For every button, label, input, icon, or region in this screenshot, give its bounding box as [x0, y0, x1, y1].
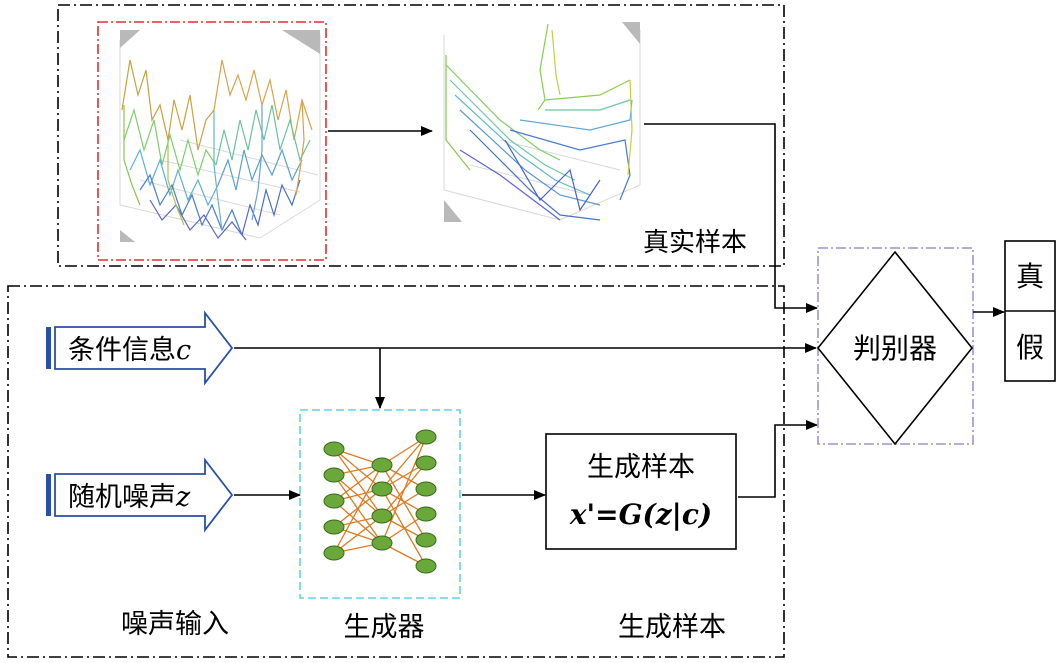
caption-generated-samples: 生成样本 [618, 612, 726, 643]
real-sample-surface-plot [97, 21, 327, 261]
arrow-sample-to-discriminator [738, 420, 818, 498]
noise-input-arrow: 随机噪声z [46, 457, 234, 533]
caption-generator: 生成器 [344, 612, 425, 643]
arrow-real-to-discriminator [644, 123, 818, 313]
caption-noise-input: 噪声输入 [121, 609, 229, 640]
generated-sample-formula: x'=G(z|c) [569, 498, 712, 531]
condition-input-label: 条件信息 [68, 335, 176, 366]
condition-input-symbol: c [176, 335, 191, 366]
discriminator-label: 判别器 [853, 332, 937, 365]
svg-text:随机噪声z: 随机噪声z [68, 482, 191, 513]
real-samples-group-frame [57, 4, 785, 267]
output-real-label: 真 [1016, 260, 1044, 293]
condition-input-arrow: 条件信息c [46, 310, 234, 386]
real-samples-label: 真实样本 [643, 228, 747, 258]
generated-sample-box: 生成样本 x'=G(z|c) [545, 433, 737, 550]
output-fake-label: 假 [1016, 331, 1044, 364]
generator-network [299, 409, 461, 599]
noise-input-label: 随机噪声 [68, 482, 176, 513]
generated-sample-title: 生成样本 [587, 452, 695, 483]
real-sample-transformed-plot [443, 22, 641, 222]
svg-text:条件信息c: 条件信息c [68, 335, 191, 366]
generator-group-frame [7, 285, 785, 658]
noise-input-symbol: z [175, 482, 191, 513]
discriminator: 判别器 [816, 247, 974, 446]
output-box: 真 假 [1004, 240, 1056, 382]
